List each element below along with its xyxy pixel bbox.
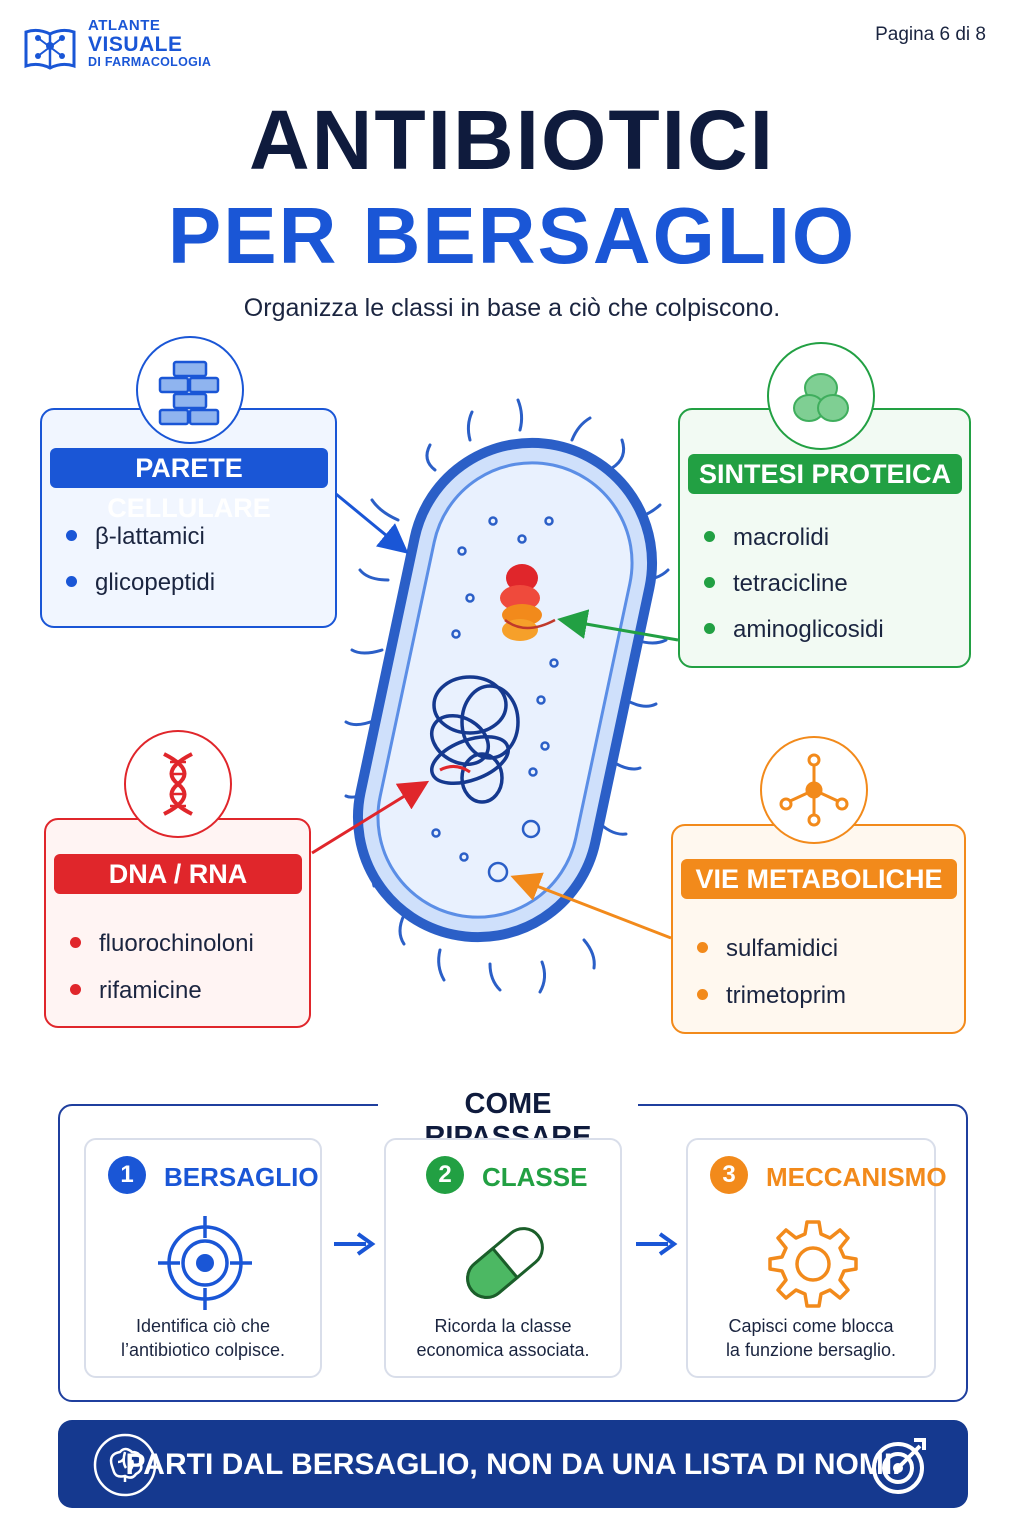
protein-synthesis-label: SINTESI PROTEICA [688, 454, 962, 494]
page-title-line-2: PER BERSAGLIO [167, 191, 857, 280]
step-label: MECCANISMO [766, 1162, 947, 1192]
metabolic-pathways-label: VIE METABOLICHE [681, 859, 957, 899]
footer-banner: PARTI DAL BERSAGLIO, NON DA UNA LISTA DI… [58, 1420, 968, 1508]
protein-synthesis-card: SINTESI PROTEICA macrolidi tetracicline … [678, 408, 971, 668]
target-crosshair-icon [158, 1216, 252, 1310]
list-item: glicopeptidi [66, 569, 215, 597]
target-arrow-icon [872, 1438, 926, 1494]
list-item: rifamicine [70, 977, 202, 1005]
list-item: macrolidi [704, 524, 829, 552]
dna-rna-label: DNA / RNA [54, 854, 302, 894]
bullet-icon [704, 577, 715, 589]
step-label: CLASSE [482, 1162, 588, 1192]
bullet-icon [70, 984, 81, 996]
ribosome-icon [767, 342, 875, 450]
list-item: trimetoprim [697, 982, 846, 1010]
list-item: β-lattamici [66, 523, 205, 551]
bullet-icon [704, 623, 715, 635]
book-network-icon [24, 28, 76, 70]
dna-icon [124, 730, 232, 838]
page-title-line-1: ANTIBIOTICI [249, 93, 775, 187]
list-item: tetracicline [704, 570, 848, 598]
page-indicator: Pagina 6 di 8 [875, 24, 986, 45]
bacterium-illustration [311, 398, 679, 994]
brick-wall-icon [136, 336, 244, 444]
brain-icon [93, 1433, 157, 1497]
step-number: 1 [108, 1156, 146, 1194]
dna-rna-card: DNA / RNA fluorochinoloni rifamicine [44, 818, 311, 1028]
step-label: BERSAGLIO [164, 1162, 319, 1192]
step-number: 2 [426, 1156, 464, 1194]
bullet-icon [66, 576, 77, 588]
page-subtitle: Organizza le classi in base a ciò che co… [243, 294, 781, 322]
metabolic-pathways-card: VIE METABOLICHE sulfamidici trimetoprim [671, 824, 966, 1034]
arrow-right-icon [334, 1232, 376, 1256]
list-item: aminoglicosidi [704, 616, 884, 644]
molecule-icon [760, 736, 868, 844]
bullet-icon [697, 989, 708, 1001]
gear-icon [768, 1220, 858, 1308]
cell-wall-card: PARETE CELLULARE β-lattamici glicopeptid… [40, 408, 337, 628]
cell-wall-label: PARETE CELLULARE [50, 448, 328, 523]
logo-line-1: ATLANTE [88, 17, 161, 34]
footer-text: PARTI DAL BERSAGLIO, NON DA UNA LISTA DI… [125, 1448, 901, 1481]
capsule-icon [466, 1227, 544, 1299]
logo-line-2: VISUALE [88, 32, 183, 56]
step-number: 3 [710, 1156, 748, 1194]
bullet-icon [697, 942, 708, 954]
list-item: fluorochinoloni [70, 930, 254, 958]
list-item: sulfamidici [697, 935, 838, 963]
bullet-icon [70, 937, 81, 949]
logo-line-3: DI FARMACOLOGIA [88, 54, 212, 69]
bullet-icon [66, 530, 77, 542]
arrow-right-icon [636, 1232, 678, 1256]
logo: ATLANTE VISUALE DI FARMACOLOGIA [88, 18, 211, 69]
bullet-icon [704, 531, 715, 543]
